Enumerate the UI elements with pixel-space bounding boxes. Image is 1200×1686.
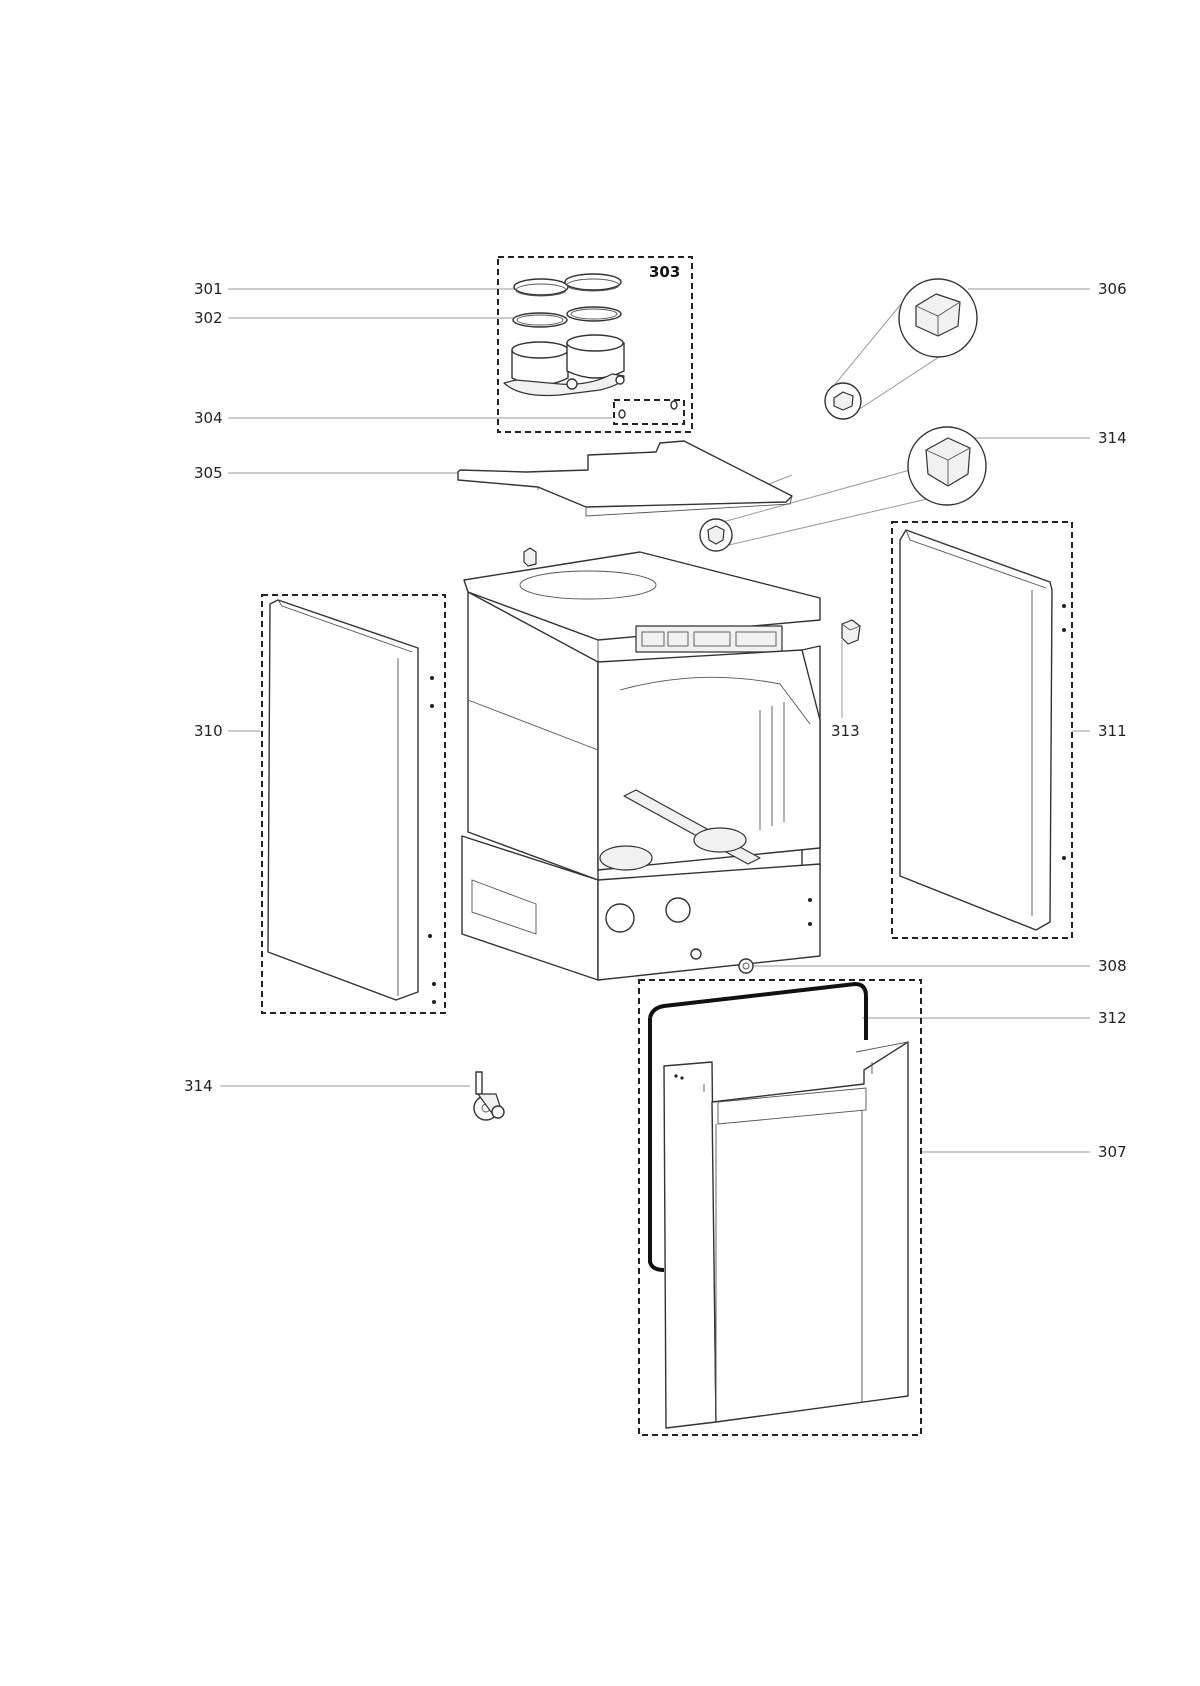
label-306: 306	[1098, 280, 1127, 298]
label-313: 313	[831, 722, 860, 740]
label-314-right: 314	[1098, 429, 1127, 447]
label-301: 301	[194, 280, 223, 298]
component-313	[841, 619, 861, 645]
label-304: 304	[194, 409, 223, 427]
top-cover-plate-305	[457, 440, 793, 517]
foot-308	[738, 958, 754, 974]
label-302: 302	[194, 309, 223, 327]
label-307: 307	[1098, 1143, 1127, 1161]
label-305: 305	[194, 464, 223, 482]
label-310: 310	[194, 722, 223, 740]
label-303: 303	[649, 263, 680, 281]
magnifier-306	[824, 278, 978, 420]
burner-group-303	[497, 256, 693, 433]
label-312: 312	[1098, 1009, 1127, 1027]
magnifier-314	[699, 426, 987, 552]
left-side-panel-310	[261, 594, 446, 1014]
leader-lines	[220, 288, 1090, 1153]
right-side-panel-311	[891, 521, 1073, 939]
label-314-left: 314	[184, 1077, 213, 1095]
part-labels: 301 302 303 304 305 306 314 310 313 311 …	[184, 263, 1127, 1161]
label-308: 308	[1098, 957, 1127, 975]
castor-wheel-314	[473, 1071, 505, 1121]
label-311: 311	[1098, 722, 1127, 740]
door-group-307	[638, 979, 922, 1436]
cabinet-body	[461, 547, 821, 981]
